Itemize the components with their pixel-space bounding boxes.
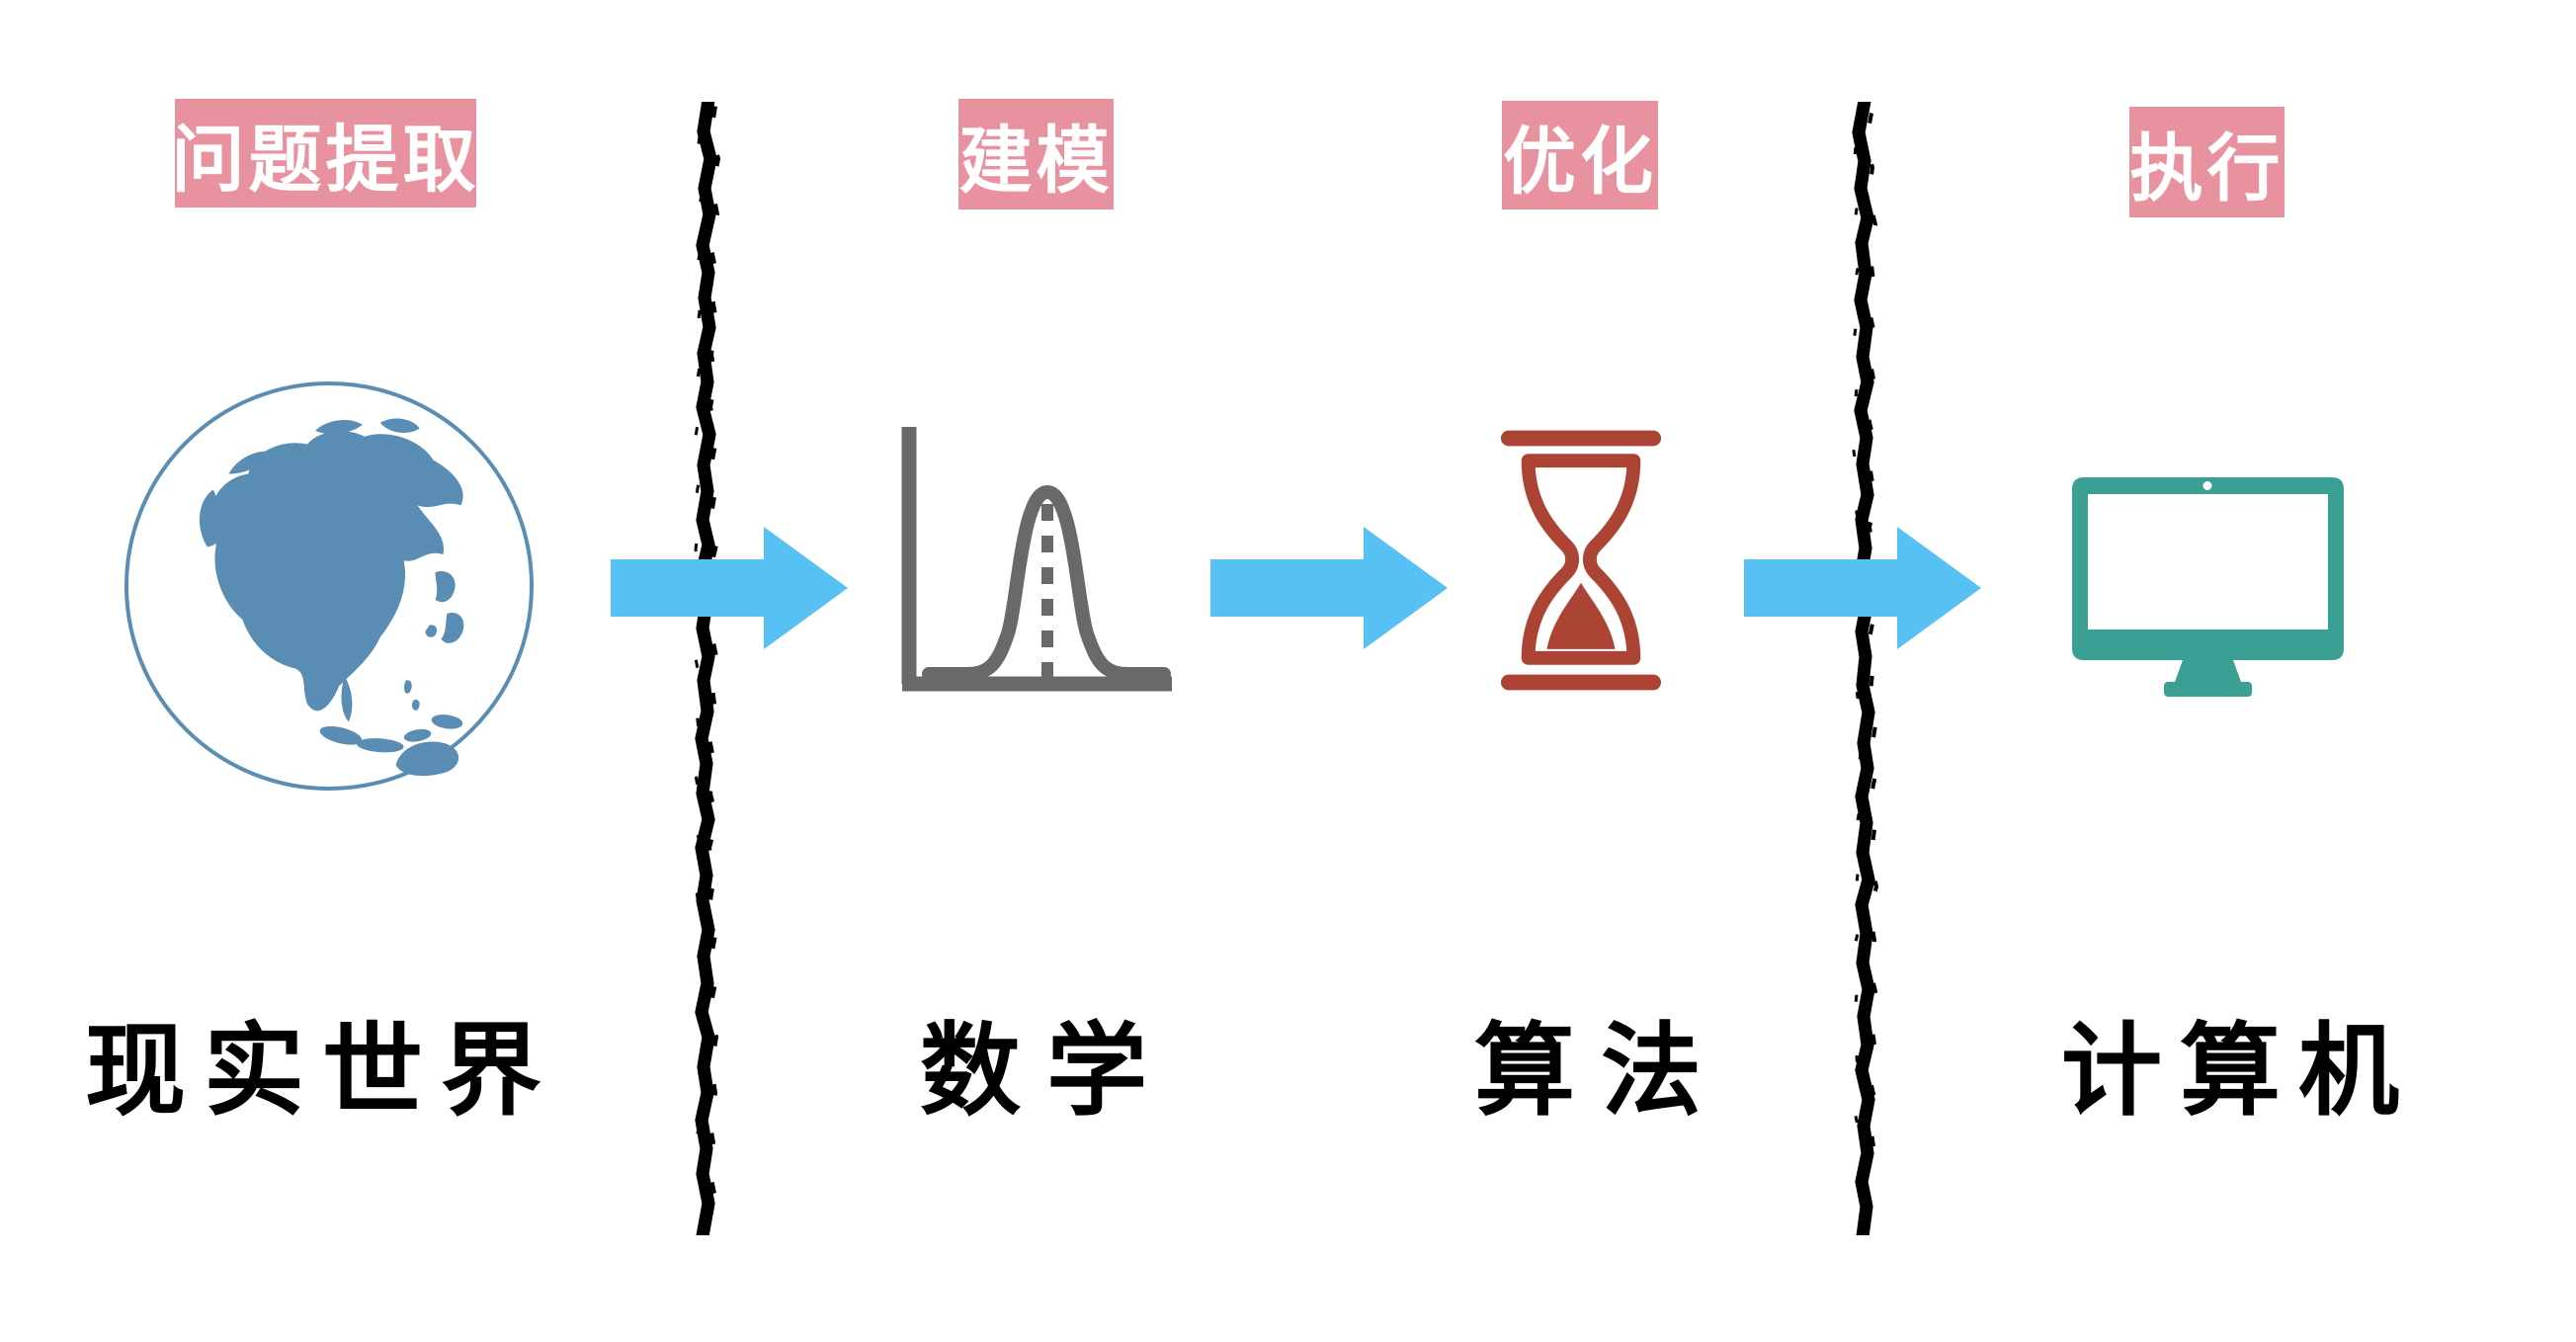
- stage-label-real-world: 现实世界: [85, 1015, 559, 1128]
- globe-icon: [123, 379, 536, 793]
- hourglass-icon: [1498, 427, 1664, 694]
- stage-label-algorithm: 算法: [1474, 1015, 1727, 1128]
- arrow-right-icon: [1210, 527, 1448, 649]
- stage-badge-modeling: 建模: [958, 99, 1114, 210]
- arrow-right-icon: [1744, 527, 1981, 649]
- crayon-divider-left: [690, 102, 725, 1235]
- stage-label-computer: 计算机: [2061, 1015, 2417, 1128]
- bell-curve-icon: [899, 425, 1176, 695]
- arrow-right-icon: [611, 527, 848, 649]
- stage-label-math: 数学: [920, 1015, 1173, 1128]
- crayon-divider-right: [1846, 102, 1881, 1235]
- stage-badge-execution: 执行: [2129, 107, 2285, 217]
- stage-badge-problem-extraction: 问题提取: [172, 99, 476, 208]
- computer-monitor-icon: [2072, 477, 2344, 697]
- stage-badge-optimization: 优化: [1502, 101, 1658, 210]
